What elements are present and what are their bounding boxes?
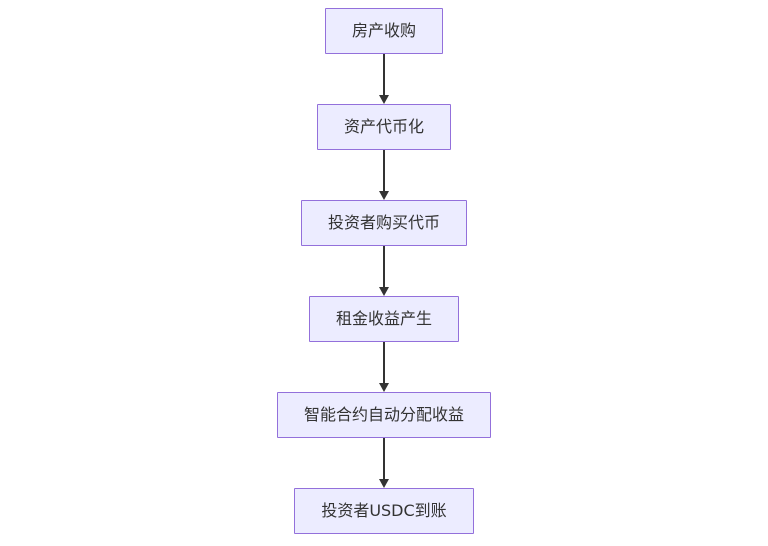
arrowhead-icon bbox=[379, 479, 389, 488]
flow-node-4: 租金收益产生 bbox=[308, 296, 459, 342]
flow-node-5: 智能合约自动分配收益 bbox=[276, 392, 491, 438]
arrow-line bbox=[383, 150, 385, 191]
flow-node-label: 租金收益产生 bbox=[335, 309, 432, 328]
flow-node-label: 资产代币化 bbox=[343, 117, 424, 136]
flow-arrow bbox=[374, 150, 394, 200]
flow-node-label: 投资者USDC到账 bbox=[321, 501, 447, 520]
flow-node-1: 房产收购 bbox=[324, 8, 443, 54]
flow-node-6: 投资者USDC到账 bbox=[294, 488, 474, 534]
arrowhead-icon bbox=[379, 287, 389, 296]
flow-arrow bbox=[374, 246, 394, 296]
arrow-line bbox=[383, 342, 385, 383]
arrow-line bbox=[383, 246, 385, 287]
flow-node-label: 房产收购 bbox=[351, 21, 416, 40]
flow-arrow bbox=[374, 54, 394, 104]
flow-node-3: 投资者购买代币 bbox=[300, 200, 467, 246]
flow-arrow bbox=[374, 438, 394, 488]
arrow-line bbox=[383, 54, 385, 95]
flow-node-label: 智能合约自动分配收益 bbox=[303, 405, 464, 424]
flowchart: 房产收购资产代币化投资者购买代币租金收益产生智能合约自动分配收益投资者USDC到… bbox=[276, 8, 491, 534]
flow-node-2: 资产代币化 bbox=[316, 104, 451, 150]
arrow-line bbox=[383, 438, 385, 479]
flow-arrow bbox=[374, 342, 394, 392]
flow-node-label: 投资者购买代币 bbox=[327, 213, 440, 232]
arrowhead-icon bbox=[379, 95, 389, 104]
arrowhead-icon bbox=[379, 383, 389, 392]
arrowhead-icon bbox=[379, 191, 389, 200]
